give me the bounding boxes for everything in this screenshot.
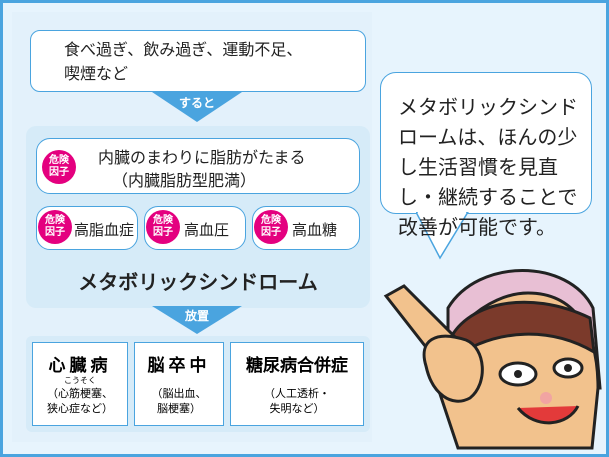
risk-badge: 危険 因子: [254, 210, 288, 244]
speech-text: メタボリックシンドロームは、ほんの少し生活習慣を見直し・継続することで改善が可能…: [398, 95, 578, 239]
outcome-stroke: 脳卒中 （脳出血、 脳梗塞）: [134, 342, 224, 426]
outcome-title: 糖尿病合併症: [246, 356, 348, 376]
nurse-character-icon: [383, 269, 602, 450]
outcome-detail: （心筋梗塞、 狭心症など）: [47, 387, 113, 415]
outcome-ruby: こうそく: [64, 376, 96, 385]
risk-badge: 危険 因子: [38, 210, 72, 244]
arrow-down-icon: [152, 306, 242, 334]
condition-label: 高血糖: [292, 221, 338, 239]
outcome-detail: （人工透析・ 失明など）: [264, 387, 330, 415]
visceral-line1: 内臓のまわりに脂肪がたまる: [98, 148, 306, 167]
outcome-title: 脳卒中: [147, 356, 211, 376]
causes-text: 食べ過ぎ、飲み過ぎ、運動不足、 喫煙など: [64, 40, 303, 83]
outcome-heart-disease: 心臓病 こうそく （心筋梗塞、 狭心症など）: [32, 342, 128, 426]
condition-label: 高脂血症: [74, 221, 135, 239]
arrow-label-neglect: 放置: [184, 309, 209, 323]
visceral-line2: （内臓脂肪型肥満）: [112, 171, 257, 190]
condition-label: 高血圧: [184, 221, 230, 239]
visceral-fat-box: [36, 138, 360, 194]
speech-bubble: [380, 72, 592, 214]
syndrome-title: メタボリックシンドローム: [78, 270, 318, 294]
causes-box: [30, 30, 366, 92]
outcome-detail: （脳出血、 脳梗塞）: [151, 387, 207, 415]
arrow-label-then: すると: [178, 96, 215, 110]
arrow-down-icon: [152, 92, 242, 122]
outcome-title: 心臓病: [48, 356, 112, 376]
risk-badge: 危険 因子: [146, 210, 180, 244]
risk-badge: 危険 因子: [42, 150, 76, 184]
outcome-diabetes: 糖尿病合併症 （人工透析・ 失明など）: [230, 342, 364, 426]
speech-tail: [416, 212, 469, 260]
